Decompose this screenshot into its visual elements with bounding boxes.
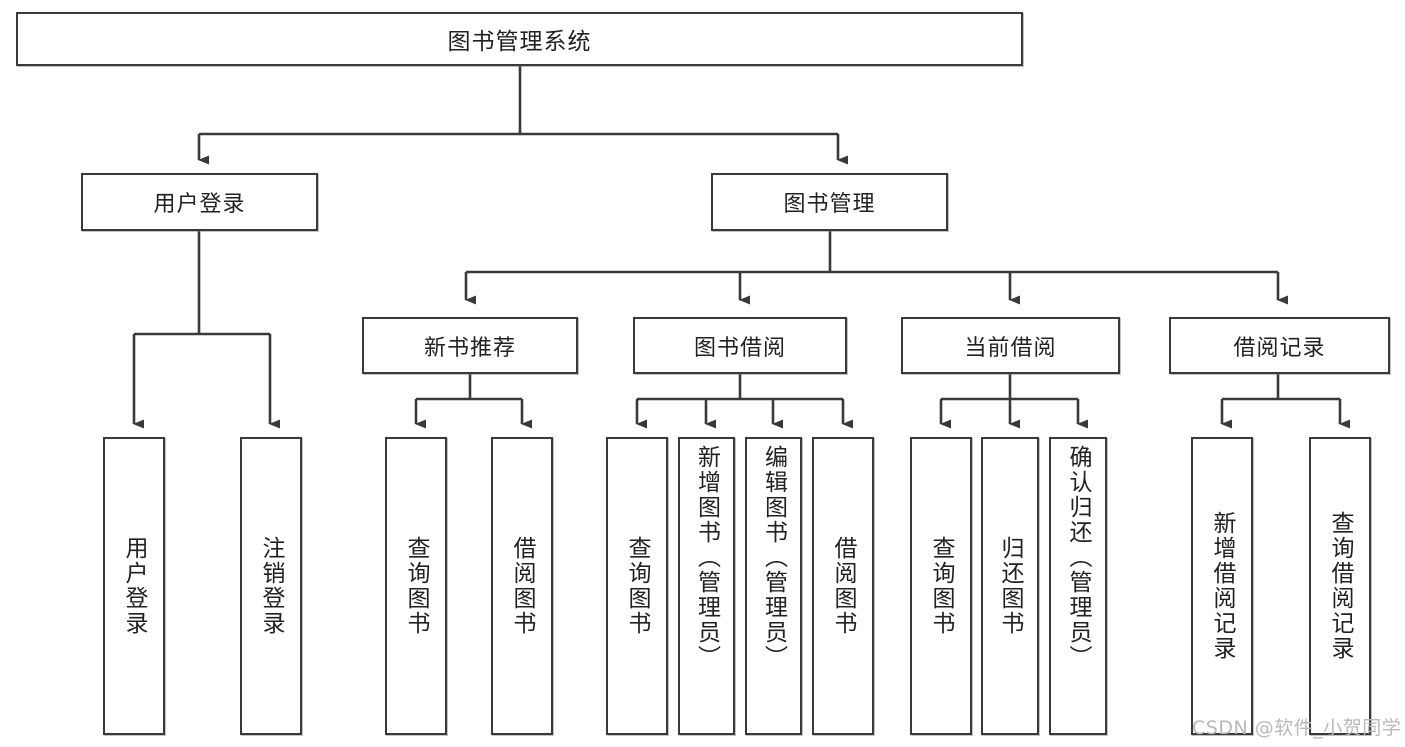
leaf-confirm-return-admin-wrap: 确认归还（管理员） <box>1051 445 1105 727</box>
node-new-book-recommend-label: 新书推荐 <box>423 335 516 361</box>
node-book-borrow-label: 图书借阅 <box>693 335 786 361</box>
leaf-return-book-label: 归还图书 <box>997 536 1024 636</box>
leaf-user-login[interactable]: 用户登录 <box>103 437 165 735</box>
node-borrow-record-label: 借阅记录 <box>1233 335 1326 361</box>
leaf-borrow-book-recommend-label: 借阅图书 <box>509 536 536 636</box>
node-user-login[interactable]: 用户登录 <box>81 173 318 231</box>
leaf-query-book-recommend[interactable]: 查询图书 <box>385 437 447 735</box>
leaf-borrow-book[interactable]: 借阅图书 <box>812 437 874 735</box>
leaf-confirm-return-admin-label: 确认归还（管理员） <box>1065 445 1092 670</box>
leaf-query-book-recommend-label: 查询图书 <box>403 536 430 636</box>
leaf-edit-book-admin[interactable]: 编辑图书（管理员） <box>745 437 802 735</box>
leaf-query-borrow-record[interactable]: 查询借阅记录 <box>1309 437 1371 735</box>
leaf-return-book[interactable]: 归还图书 <box>981 437 1039 735</box>
leaf-add-borrow-record-wrap: 新增借阅记录 <box>1193 445 1251 727</box>
leaf-query-borrow-record-wrap: 查询借阅记录 <box>1311 445 1369 727</box>
node-new-book-recommend[interactable]: 新书推荐 <box>362 317 578 374</box>
leaf-borrow-book-recommend-wrap: 借阅图书 <box>493 445 551 727</box>
node-book-management-label: 图书管理 <box>783 192 876 217</box>
leaf-add-borrow-record[interactable]: 新增借阅记录 <box>1191 437 1253 735</box>
node-book-borrow[interactable]: 图书借阅 <box>633 317 847 374</box>
leaf-query-book-current-wrap: 查询图书 <box>912 445 970 727</box>
node-book-management[interactable]: 图书管理 <box>711 173 948 231</box>
leaf-add-book-admin-label: 新增图书（管理员） <box>693 445 720 670</box>
node-current-borrow[interactable]: 当前借阅 <box>901 317 1120 374</box>
watermark: CSDN @软件_小贺同学 <box>1192 717 1402 739</box>
leaf-edit-book-admin-label: 编辑图书（管理员） <box>760 445 787 670</box>
node-borrow-record[interactable]: 借阅记录 <box>1169 317 1390 374</box>
leaf-query-book-borrow[interactable]: 查询图书 <box>606 437 668 735</box>
leaf-add-book-admin[interactable]: 新增图书（管理员） <box>678 437 735 735</box>
leaf-add-book-admin-wrap: 新增图书（管理员） <box>680 445 733 727</box>
leaf-query-book-recommend-wrap: 查询图书 <box>387 445 445 727</box>
leaf-logout-label: 注销登录 <box>258 536 285 636</box>
leaf-query-borrow-record-label: 查询借阅记录 <box>1327 511 1354 661</box>
leaf-add-borrow-record-label: 新增借阅记录 <box>1209 511 1236 661</box>
leaf-borrow-book-recommend[interactable]: 借阅图书 <box>491 437 553 735</box>
leaf-logout-wrap: 注销登录 <box>242 445 300 727</box>
node-root-system[interactable]: 图书管理系统 <box>16 12 1023 66</box>
leaf-query-book-borrow-label: 查询图书 <box>624 536 651 636</box>
leaf-query-book-current-label: 查询图书 <box>928 536 955 636</box>
leaf-borrow-book-wrap: 借阅图书 <box>814 445 872 727</box>
leaf-confirm-return-admin[interactable]: 确认归还（管理员） <box>1049 437 1107 735</box>
leaf-query-book-borrow-wrap: 查询图书 <box>608 445 666 727</box>
node-user-login-label: 用户登录 <box>153 192 246 217</box>
leaf-edit-book-admin-wrap: 编辑图书（管理员） <box>747 445 800 727</box>
leaf-borrow-book-label: 借阅图书 <box>830 536 857 636</box>
leaf-return-book-wrap: 归还图书 <box>983 445 1037 727</box>
leaf-user-login-label: 用户登录 <box>121 536 148 636</box>
leaf-query-book-current[interactable]: 查询图书 <box>910 437 972 735</box>
leaf-user-login-wrap: 用户登录 <box>105 445 163 727</box>
node-current-borrow-label: 当前借阅 <box>964 335 1057 361</box>
node-root-label: 图书管理系统 <box>447 29 592 55</box>
leaf-logout[interactable]: 注销登录 <box>240 437 302 735</box>
